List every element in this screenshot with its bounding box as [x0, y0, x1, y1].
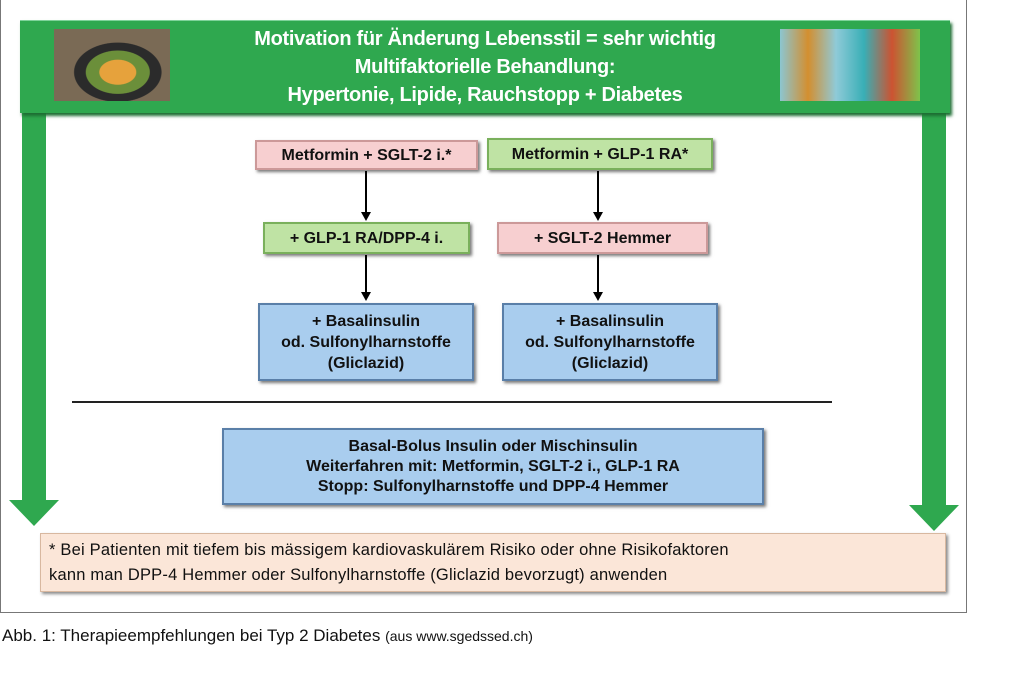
right-step-2: + SGLT-2 Hemmer [497, 222, 708, 254]
text-line: + Basalinsulin [311, 312, 421, 330]
right-green-arrow-head [909, 505, 959, 531]
header-line-2: Multifaktorielle Behandlung: [354, 56, 616, 78]
arrow-head [361, 212, 371, 221]
text-line: od. Sulfonylharnstoffe [525, 333, 695, 351]
text-line: + Basalinsulin [555, 312, 665, 330]
arrow-line [365, 171, 367, 213]
arrow-line [597, 255, 599, 293]
arrow-head [593, 212, 603, 221]
text-line: (Gliclazid) [327, 354, 405, 372]
food-image [54, 29, 170, 101]
people-activity-image [780, 29, 920, 101]
text-line: Basal-Bolus Insulin oder Mischinsulin [348, 437, 638, 455]
header-line-3: Hypertonie, Lipide, Rauchstopp + Diabete… [287, 84, 683, 106]
text-line: Stopp: Sulfonylharnstoffe und DPP-4 Hemm… [317, 477, 669, 495]
text-line: od. Sulfonylharnstoffe [281, 333, 451, 351]
footnote-box: * Bei Patienten mit tiefem bis mässigem … [40, 533, 946, 592]
right-step-3: + Basalinsulin od. Sulfonylharnstoffe (G… [502, 303, 718, 381]
left-green-arrow-head [9, 500, 59, 526]
arrow-head [361, 292, 371, 301]
header-line-1: Motivation für Änderung Lebensstil = seh… [254, 28, 716, 50]
lifestyle-header: Motivation für Änderung Lebensstil = seh… [20, 20, 950, 113]
divider [72, 401, 832, 403]
caption-text: Abb. 1: Therapieempfehlungen bei Typ 2 D… [2, 626, 381, 645]
caption-source: (aus www.sgedssed.ch) [385, 628, 533, 644]
arrow-head [593, 292, 603, 301]
figure-caption: Abb. 1: Therapieempfehlungen bei Typ 2 D… [2, 626, 533, 646]
text-line: Weiterfahren mit: Metformin, SGLT-2 i., … [306, 457, 680, 475]
left-step-1: Metformin + SGLT-2 i.* [255, 140, 478, 170]
arrow-line [365, 255, 367, 293]
arrow-line [597, 171, 599, 213]
left-step-2: + GLP-1 RA/DPP-4 i. [263, 222, 470, 254]
right-step-1: Metformin + GLP-1 RA* [487, 138, 713, 170]
text-line: (Gliclazid) [571, 354, 649, 372]
footnote-line: * Bei Patienten mit tiefem bis mässigem … [49, 541, 729, 559]
left-green-arrow-shaft [22, 112, 46, 502]
right-green-arrow-shaft [922, 112, 946, 507]
figure-frame [0, 0, 967, 613]
left-step-3: + Basalinsulin od. Sulfonylharnstoffe (G… [258, 303, 474, 381]
insulin-intensification-box: Basal-Bolus Insulin oder Mischinsulin We… [222, 428, 764, 505]
footnote-line: kann man DPP-4 Hemmer oder Sulfonylharns… [49, 566, 668, 584]
